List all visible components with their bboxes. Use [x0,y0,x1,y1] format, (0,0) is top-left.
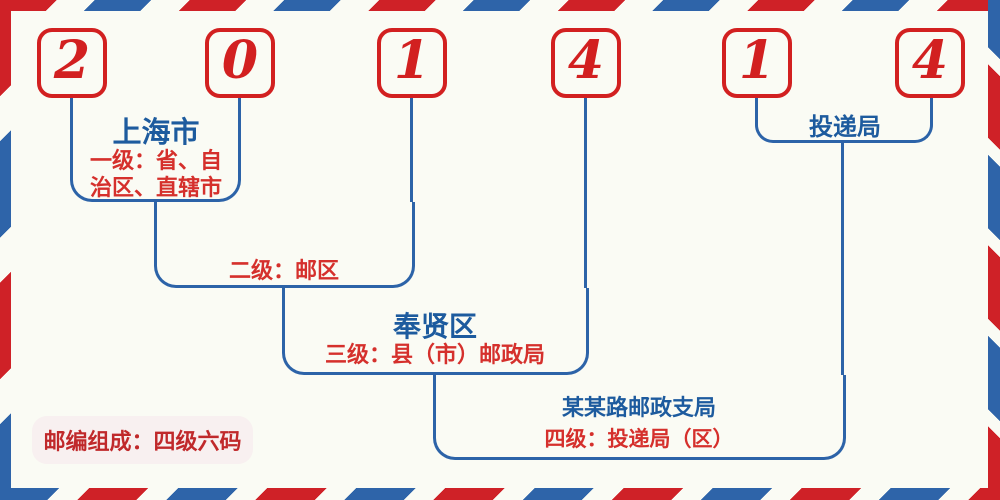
airmail-stripe-border-bottom [0,488,1000,500]
level2-bracket [154,202,415,288]
airmail-stripe-border-top [0,0,1000,11]
digit-box-3: 1 [377,28,447,98]
level2-desc: 二级：邮区 [228,259,339,284]
delivery-bracket [755,98,933,143]
digit-box-1: 2 [37,28,107,98]
digit-4: 4 [567,30,605,91]
airmail-stripe-border-right [988,0,1000,500]
level3-bracket [282,288,589,375]
level4-name: 某某路邮政支局 [561,395,716,421]
footer-badge: 邮编组成：四级六码 [32,416,253,464]
digit-box-4: 4 [551,28,621,98]
connector-digit3-to-level2 [410,98,413,202]
digit-3: 1 [393,30,431,91]
digit-box-5: 1 [722,28,792,98]
level4-bracket [433,375,846,460]
level4-desc: 四级：投递局（区） [544,427,734,451]
airmail-stripe-border-left [0,0,11,500]
level1-desc-line2: 治区、直辖市 [89,176,222,201]
digit-box-2: 0 [205,28,275,98]
digit-5: 1 [738,30,776,91]
digit-1: 2 [53,30,91,91]
digit-6: 4 [911,30,949,91]
level1-bracket [70,98,241,202]
connector-digit4-to-level3 [584,98,587,288]
level1-desc-line1: 一级：省、自 [89,149,222,174]
digit-box-6: 4 [895,28,965,98]
level1-name: 上海市 [112,115,200,149]
delivery-name: 投递局 [809,112,881,141]
digit-2: 0 [221,30,259,91]
footer-label: 邮编组成：四级六码 [43,429,242,455]
level3-desc: 三级：县（市）邮政局 [324,343,545,368]
connector-delivery-to-level4 [841,143,844,375]
level3-name: 奉贤区 [392,310,477,343]
